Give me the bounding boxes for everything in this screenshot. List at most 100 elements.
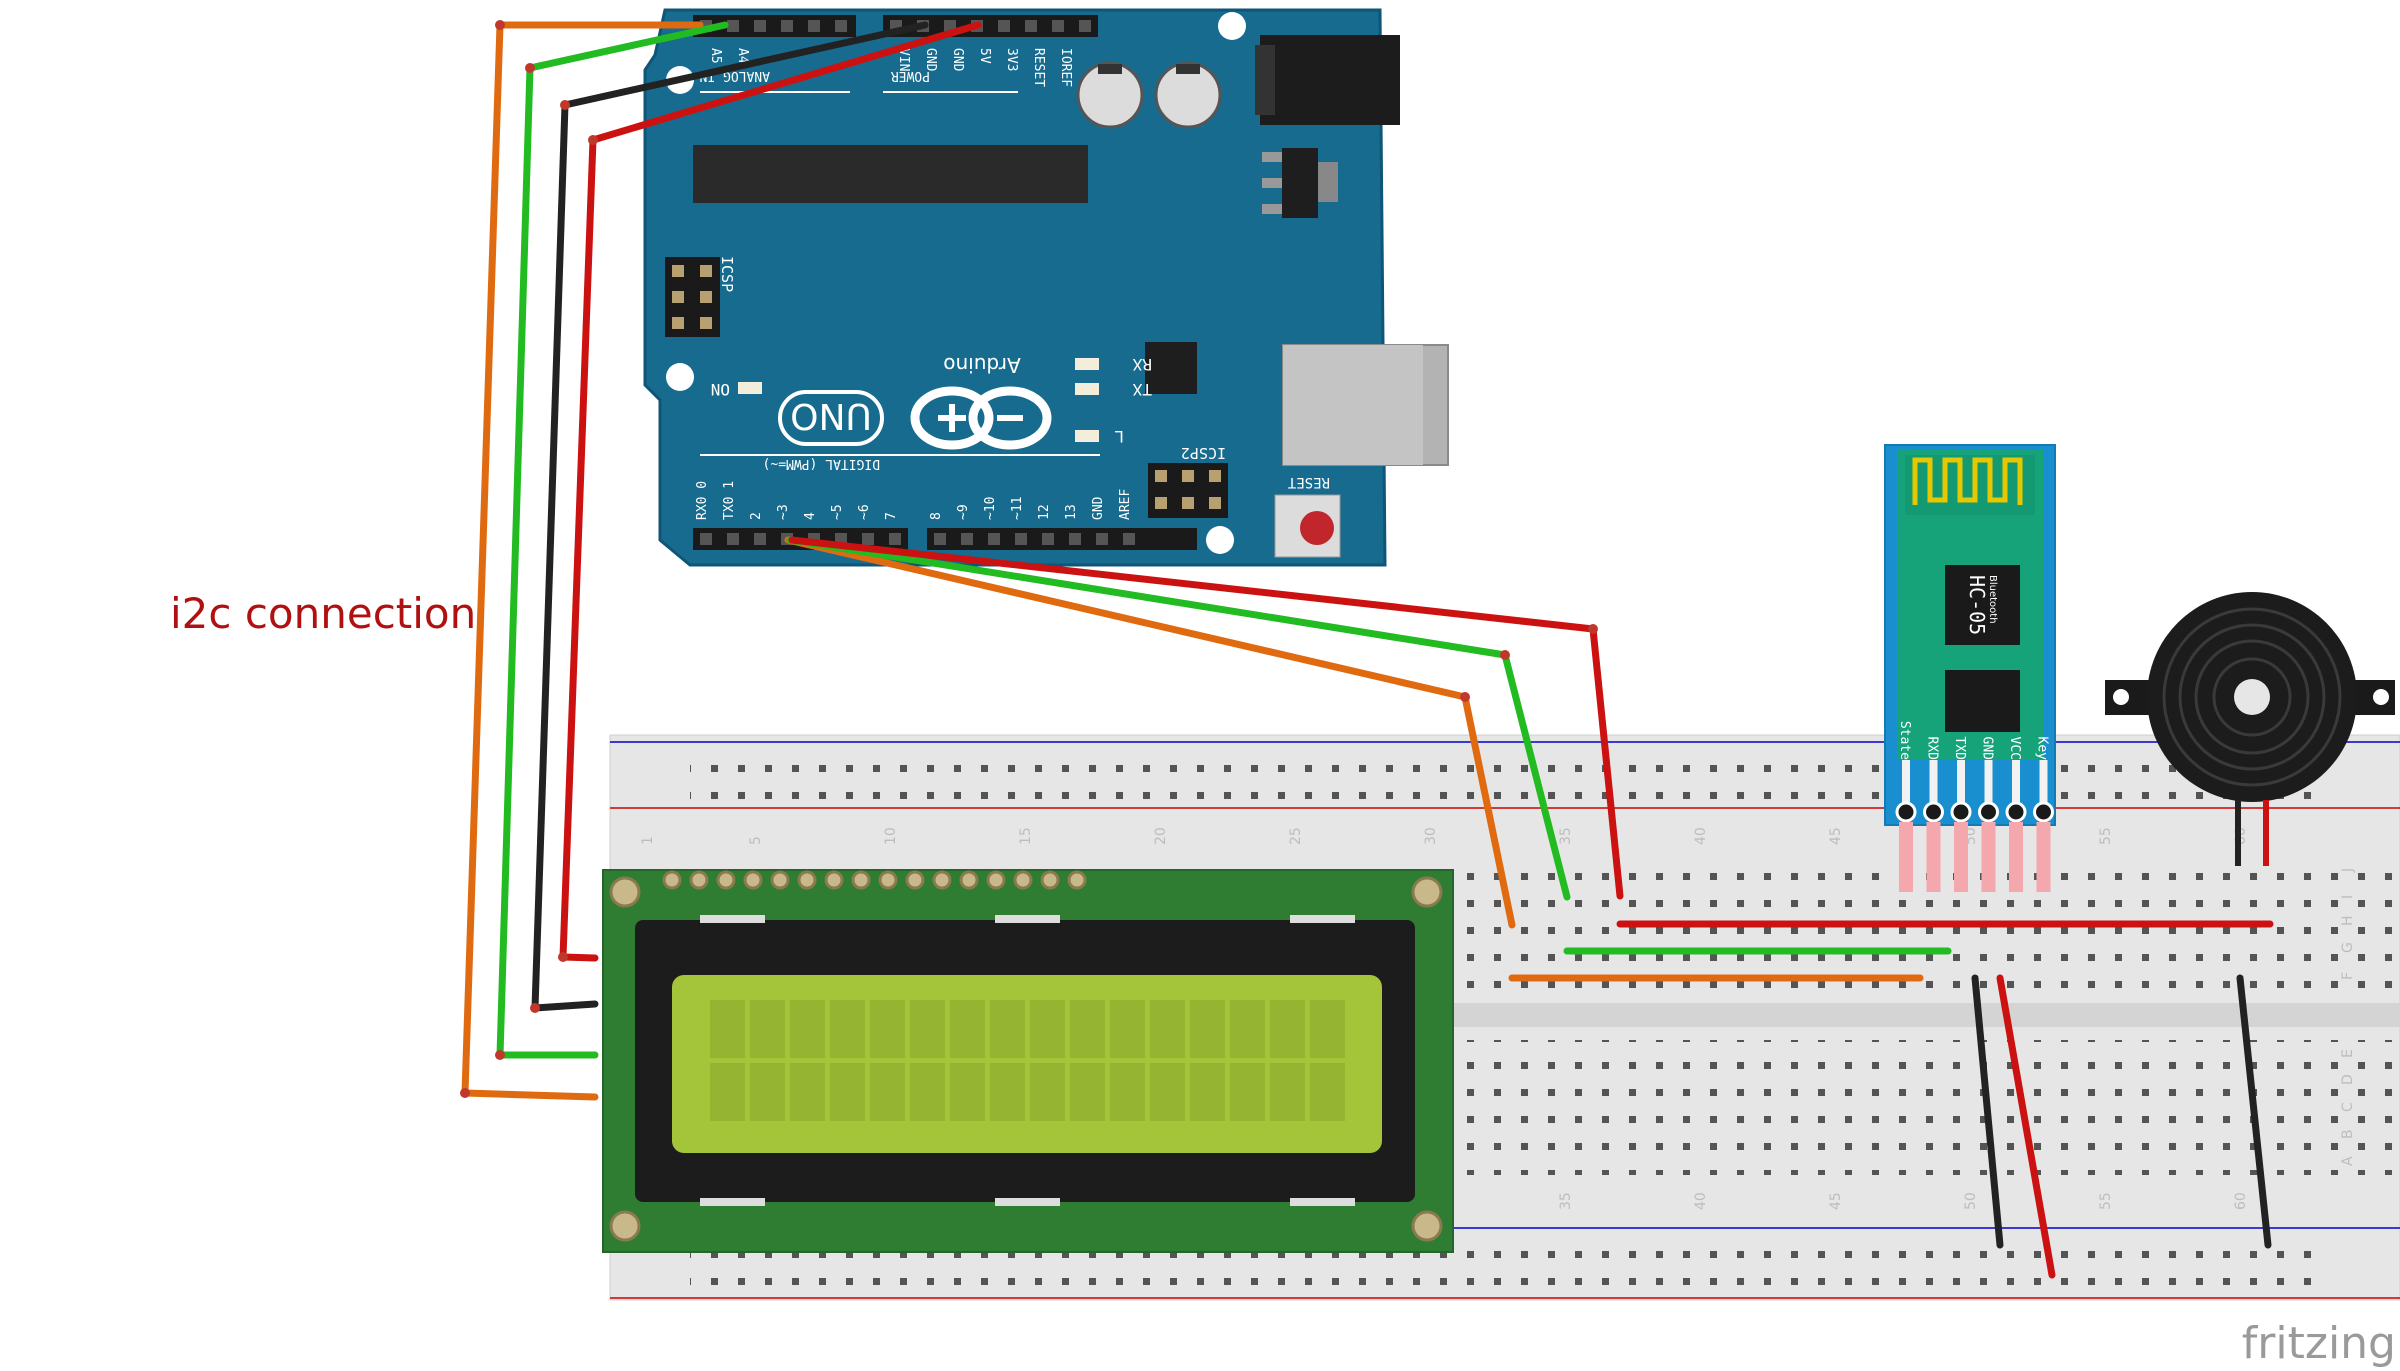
bt-pin-lead: [1954, 822, 1968, 892]
lcd-char-cell: [1310, 1000, 1345, 1058]
lcd-pin: [689, 870, 709, 890]
lcd-pin: [878, 870, 898, 890]
antenna-trace: [1912, 457, 2023, 505]
column-numbers: 151015202530353540404545505055556060: [640, 827, 2249, 1210]
wire-black-bt-gnd[interactable]: [1971, 974, 2004, 1249]
digital-pin-label: ~9: [956, 504, 971, 520]
column-number: 45: [1828, 1192, 1844, 1210]
bt-pin-trace: [1929, 760, 1938, 805]
l-label: L: [1114, 427, 1124, 446]
row-letter: B: [2340, 1129, 2356, 1139]
lcd-char-cell: [870, 1063, 905, 1121]
lcd-pin: [716, 870, 736, 890]
pin-label-a4: A4: [735, 48, 750, 64]
lcd-char-cell: [1150, 1000, 1185, 1058]
digital-pin-label: 13: [1064, 504, 1079, 520]
bt-pin-lead: [2036, 822, 2051, 892]
capacitor: [1076, 61, 1144, 129]
lcd-char-cell: [830, 1000, 865, 1058]
wire-red-5v[interactable]: [559, 21, 982, 962]
icsp2-header: [1148, 463, 1228, 518]
digital-pin-label: ~11: [1010, 497, 1025, 520]
column-number: 60: [2233, 1192, 2249, 1210]
lcd-char-cell: [990, 1063, 1025, 1121]
digital-pin: [1042, 533, 1054, 545]
digital-pin-label: ~5: [830, 504, 845, 520]
reset-button-cap[interactable]: [1300, 511, 1334, 545]
pin-label-ioref: IOREF: [1058, 48, 1073, 87]
row-letter: J: [2340, 868, 2356, 873]
bt-pin-header: [2005, 801, 2027, 823]
bluetooth-chip: [1945, 565, 2020, 645]
bt-pin-lead: [1981, 822, 1996, 892]
top-power-rail: [690, 748, 2330, 804]
digital-pin: [754, 533, 766, 545]
bt-pin-header: [1895, 801, 1917, 823]
power-header: [883, 15, 1098, 37]
digital-pin-label: 12: [1037, 504, 1052, 520]
digital-pin-label: 7: [884, 512, 899, 520]
lcd-char-cell: [910, 1063, 945, 1121]
reset-label: RESET: [1287, 474, 1330, 490]
wire-black-gnd[interactable]: [531, 21, 929, 1012]
digital-pin: [727, 533, 739, 545]
flash-chip: [1945, 670, 2020, 732]
usb-chip: [1145, 342, 1197, 394]
bt-pin-label: State: [1897, 721, 1912, 760]
digital-pin-label: 8: [929, 512, 944, 520]
icsp2-label: ICSP2: [1181, 444, 1226, 462]
row-letter: G: [2340, 942, 2356, 953]
wire-orange-sda[interactable]: [461, 21, 704, 1101]
lcd-char-cell: [1190, 1000, 1225, 1058]
power-label: POWER: [891, 68, 930, 83]
icsp-header: [665, 257, 720, 337]
bt-pin-label: Key: [2035, 737, 2050, 761]
lcd-pin: [1067, 870, 1087, 890]
mounting-hole: [1218, 12, 1246, 40]
wire-green-scl[interactable]: [496, 21, 729, 1059]
digital-pin-label: ~3: [776, 504, 791, 520]
digital-pin-label: TX0 1: [722, 481, 737, 520]
lcd-pin: [851, 870, 871, 890]
row-letter: C: [2340, 1102, 2356, 1112]
lcd-char-cell: [1150, 1063, 1185, 1121]
lcd-pin: [1013, 870, 1033, 890]
bt-pin-label: TXD: [1952, 737, 1967, 761]
column-number: 20: [1153, 827, 1169, 845]
lcd-pin: [662, 870, 682, 890]
lcd-char-cell: [750, 1000, 785, 1058]
lcd-pin: [824, 870, 844, 890]
pin-label-5v: 5V: [977, 48, 992, 64]
rx-led: [1075, 358, 1099, 370]
wire-black-buzzer-gnd[interactable]: [2236, 974, 2272, 1249]
lcd-char-cell: [1190, 1063, 1225, 1121]
column-number: 15: [1018, 827, 1034, 845]
bt-pin-lead: [1926, 822, 1941, 892]
mounting-hole: [1206, 526, 1234, 554]
column-number: 45: [1828, 827, 1844, 845]
row-letter: D: [2340, 1074, 2356, 1085]
l-led: [1075, 430, 1099, 442]
digital-pin-label: GND: [1091, 496, 1106, 520]
column-number: 25: [1288, 827, 1304, 845]
voltage-regulator: [1282, 148, 1318, 218]
lcd-char-cell: [710, 1063, 745, 1121]
row-letter: E: [2340, 1049, 2356, 1058]
column-number: 55: [2098, 1192, 2114, 1210]
lcd-char-cell: [1030, 1063, 1065, 1121]
i2c-connection-label: i2c connection: [170, 589, 476, 638]
wires: [460, 20, 2274, 1279]
lcd-char-cell: [1230, 1063, 1265, 1121]
lcd-pin: [1040, 870, 1060, 890]
pin-label-gnd: GND: [923, 48, 938, 72]
column-number: 40: [1693, 827, 1709, 845]
pin-label-reset: RESET: [1031, 48, 1046, 87]
on-label: ON: [711, 380, 730, 399]
bt-pin-trace: [2012, 760, 2020, 805]
pin-label-3v3: 3V3: [1004, 48, 1019, 71]
lcd-char-cell: [830, 1063, 865, 1121]
wire-red-bt-vcc[interactable]: [1996, 974, 2056, 1279]
bt-pin-trace: [2039, 760, 2048, 805]
